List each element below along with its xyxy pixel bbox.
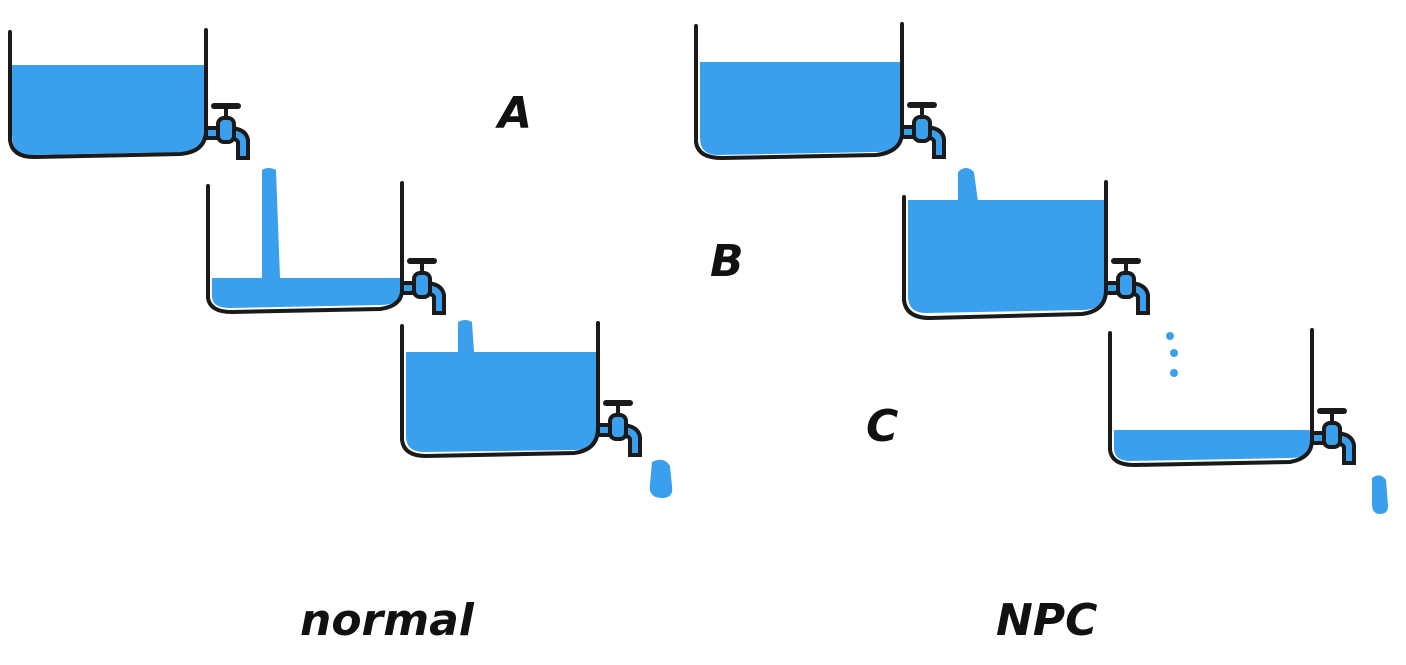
label-c: C xyxy=(866,401,898,452)
water-stream-icon xyxy=(458,320,474,352)
water-stream-icon xyxy=(262,168,280,278)
water-drip-icon xyxy=(1372,475,1388,514)
caption-npc: NPC xyxy=(996,595,1097,646)
water-drip-icon xyxy=(1166,332,1178,377)
tank-c-normal xyxy=(400,321,640,459)
tank-c-npc xyxy=(1108,328,1354,468)
water-drip-icon xyxy=(649,459,673,498)
faucet-icon xyxy=(206,106,248,158)
label-b: B xyxy=(710,236,744,287)
faucet-icon xyxy=(902,105,944,157)
tank-b-normal xyxy=(206,181,444,313)
tank-a-normal xyxy=(8,28,248,158)
faucet-icon xyxy=(598,403,640,455)
faucet-icon xyxy=(1106,261,1148,313)
tank-b-npc xyxy=(902,180,1148,321)
faucet-icon xyxy=(402,261,444,313)
tank-a-npc xyxy=(694,22,944,161)
label-a: A xyxy=(495,88,532,139)
water-stream-icon xyxy=(958,168,978,202)
faucet-icon xyxy=(1312,411,1354,463)
caption-normal: normal xyxy=(300,595,475,646)
